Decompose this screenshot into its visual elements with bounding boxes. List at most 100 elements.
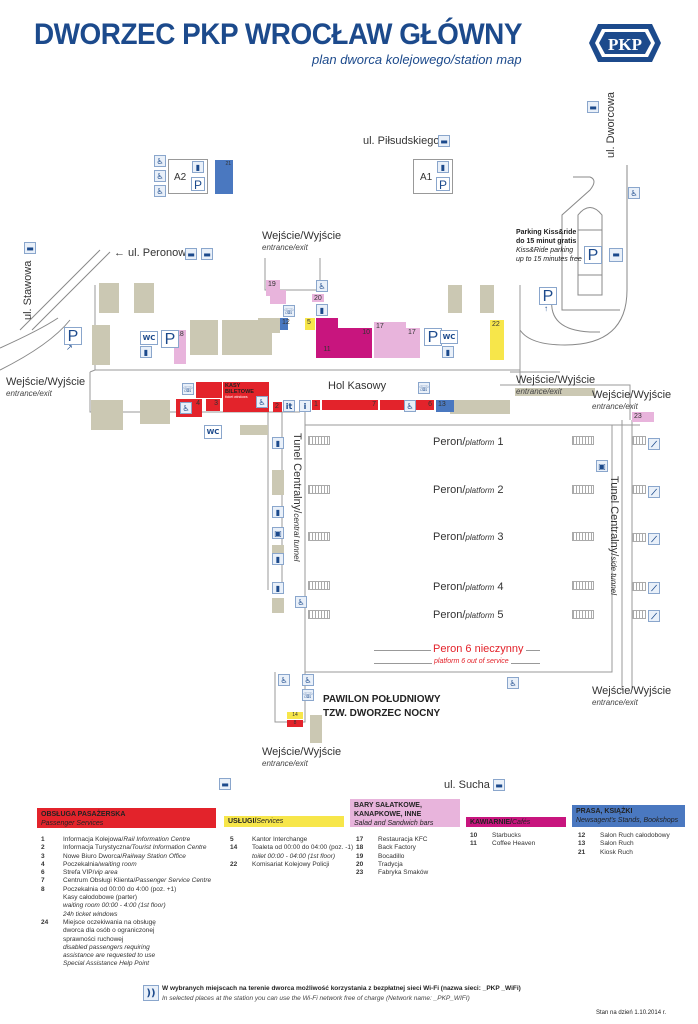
building-block xyxy=(480,285,494,313)
building-block xyxy=(258,318,280,333)
page-subtitle: plan dworca kolejowego/station map xyxy=(312,52,522,67)
parking-icon[interactable]: P xyxy=(64,327,82,345)
legend-item-text: Komisariat Kolejowy Policji xyxy=(252,860,330,868)
legend-item-number: 2 xyxy=(41,844,45,852)
stairs xyxy=(632,582,646,591)
unit-6-area[interactable] xyxy=(380,400,404,410)
legend-item-text: toilet 00:00 - 04:00 (1st floor) xyxy=(252,852,336,860)
unit-11[interactable]: 11 xyxy=(316,318,338,358)
elevator-icon: ▮ xyxy=(316,304,328,316)
building-block xyxy=(240,425,268,435)
legend-item-number xyxy=(41,952,63,960)
date-stamp: Stan na dzień 1.10.2014 r. xyxy=(596,1010,667,1016)
legend-item: Kasy całodobowe (parter) xyxy=(41,894,211,902)
elevator-icon: ▮ xyxy=(192,161,204,173)
stairs xyxy=(632,485,646,494)
unit-12[interactable]: 12 xyxy=(280,318,290,330)
arrow-icon: ↑ xyxy=(544,304,548,313)
legend-item: toilet 00:00 - 04:00 (1st floor) xyxy=(230,853,353,861)
unit-8[interactable]: 8 xyxy=(287,720,303,727)
wc-icon[interactable]: WC xyxy=(140,331,158,345)
legend-item-text: Back Factory xyxy=(378,844,416,852)
wc-icon[interactable]: WC xyxy=(440,330,458,344)
legend-item-number: 11 xyxy=(470,840,477,848)
legend-item: waiting room 00:00 - 4:00 (1st floor) xyxy=(41,902,211,910)
platform-2[interactable]: Peron/platform 2 xyxy=(433,484,504,496)
wheelchair-icon: ♿ xyxy=(507,677,519,689)
stairs xyxy=(308,436,330,445)
help-point-icon: ☏ xyxy=(182,383,194,395)
legend-item-text: Poczekalnia/waiting room xyxy=(63,860,137,868)
wheelchair-icon: ♿ xyxy=(154,170,166,182)
platform-3[interactable]: Peron/platform 3 xyxy=(433,531,504,543)
platform-5[interactable]: Peron/platform 5 xyxy=(433,609,504,621)
wheelchair-icon: ♿ xyxy=(154,185,166,197)
unit-23[interactable]: 23 xyxy=(632,412,654,422)
unit-13[interactable]: 13 xyxy=(436,400,454,412)
legend-item-number: 17 xyxy=(356,836,364,843)
stairs xyxy=(572,532,594,541)
wheelchair-icon: ♿ xyxy=(295,596,307,608)
info-icon[interactable]: i xyxy=(299,400,311,412)
ticket-office-label: KASY BILETOWE xyxy=(225,383,254,395)
unit-21[interactable]: 21 xyxy=(215,160,233,194)
unit-22[interactable]: 22 xyxy=(490,320,504,360)
ticket-office-label-en: ticket windows xyxy=(225,395,248,399)
unit-2[interactable]: 2 xyxy=(273,402,282,412)
elevator-icon: ▮ xyxy=(442,346,454,358)
legend-item-text: Kasy całodobowe (parter) xyxy=(63,894,138,902)
unit-10[interactable]: 10 xyxy=(338,328,372,358)
unit-20[interactable]: 20 xyxy=(312,294,324,302)
unit-17b[interactable]: 17 xyxy=(406,328,420,358)
elevator-icon: ▮ xyxy=(437,161,449,173)
unit-17a[interactable]: 17 xyxy=(374,322,406,358)
unit-14[interactable]: 14 xyxy=(287,712,303,719)
legend-item-text: Salon Ruch całodobowy xyxy=(600,832,670,839)
unit-6[interactable]: 6 xyxy=(412,400,434,410)
legend-item-number: 1 xyxy=(41,836,45,843)
wifi-text-pl: W wybranych miejscach na terenie dworca … xyxy=(162,985,521,992)
escalator-icon: ⟋ xyxy=(648,438,660,450)
unit-3[interactable]: 3 xyxy=(206,399,220,411)
parking-icon[interactable]: P xyxy=(584,246,602,264)
tram-icon: ▬ xyxy=(185,248,197,260)
unit-7[interactable]: 7 xyxy=(322,400,378,410)
tram-icon: ▬ xyxy=(24,242,36,254)
legend-item-number: 14 xyxy=(230,844,238,852)
unit-5[interactable]: 5 xyxy=(305,318,315,330)
legend-item-number: 6 xyxy=(41,869,45,877)
unit-1[interactable]: 1 xyxy=(312,400,320,410)
stairs xyxy=(308,532,330,541)
parking-icon[interactable]: P xyxy=(539,287,557,305)
stairs xyxy=(632,436,646,445)
building-block xyxy=(310,715,322,743)
legend-item-number: 10 xyxy=(470,832,478,839)
legend-item-number xyxy=(41,936,63,944)
unit-19-area[interactable] xyxy=(270,290,286,304)
street-sucha: ul. Sucha xyxy=(444,779,490,791)
building-block xyxy=(91,400,123,430)
wc-icon[interactable]: WC xyxy=(204,425,222,439)
platform-4[interactable]: Peron/platform 4 xyxy=(433,581,504,593)
platform-1[interactable]: Peron/platform 1 xyxy=(433,436,504,448)
unit-24-area[interactable] xyxy=(196,382,222,398)
tourist-info-icon[interactable]: it xyxy=(283,400,295,412)
building-block xyxy=(515,388,595,396)
